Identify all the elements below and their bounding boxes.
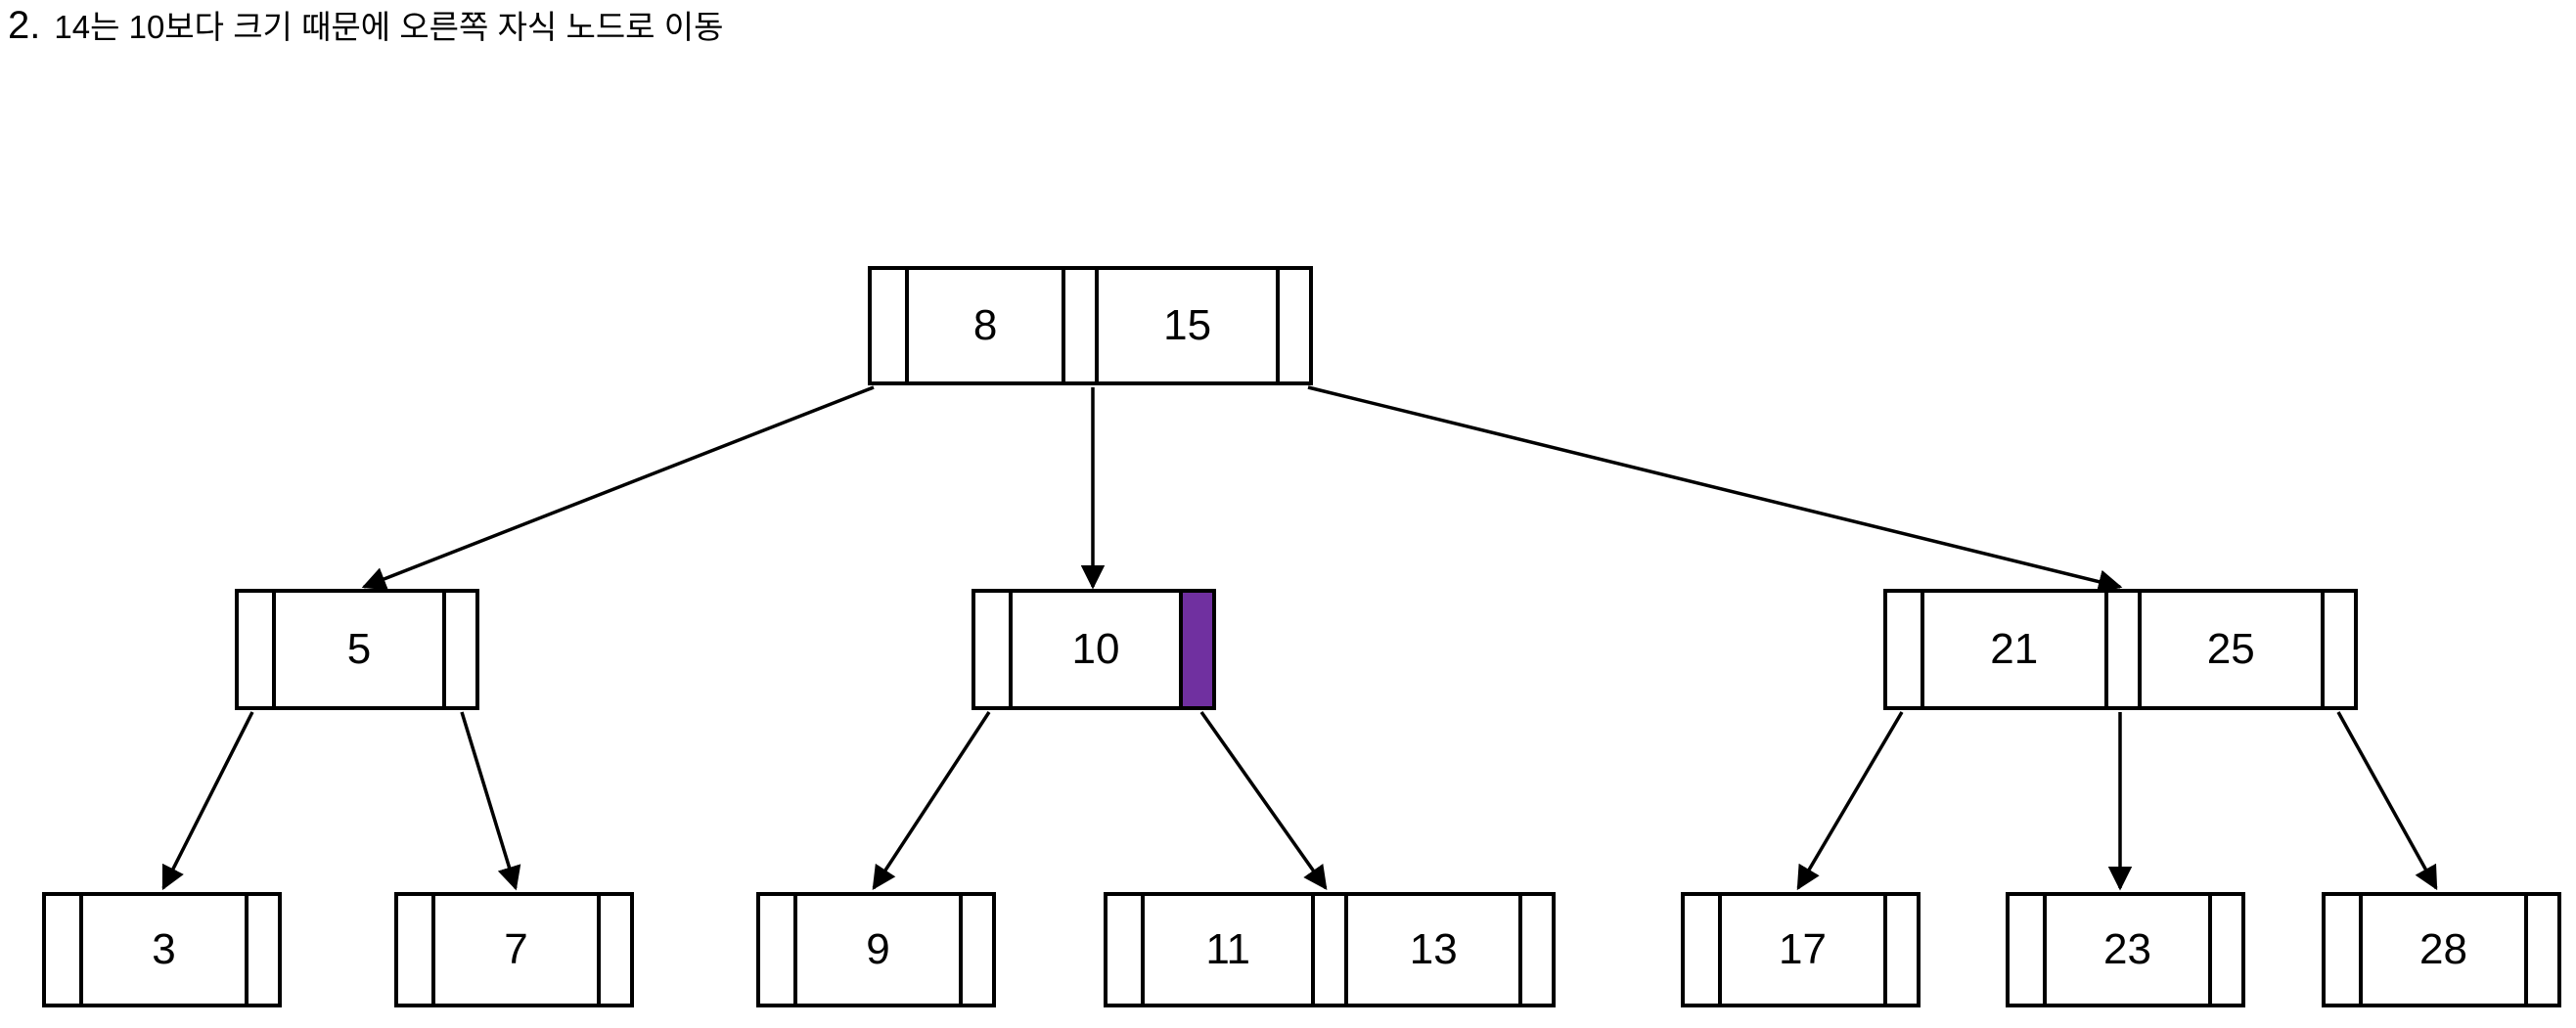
root-key-1[interactable]: 15 — [1095, 270, 1276, 381]
leaf-17-key-0[interactable]: 17 — [1718, 896, 1883, 1004]
leaf-23-key-0[interactable]: 23 — [2043, 896, 2208, 1004]
edge-5-to-7 — [460, 711, 521, 891]
node-21-25-pointer-2[interactable] — [2321, 593, 2354, 706]
leaf-9-key-0[interactable]: 9 — [793, 896, 959, 1004]
leaf-3-pointer-0[interactable] — [46, 896, 79, 1004]
node-21-25-pointer-0[interactable] — [1887, 593, 1921, 706]
node-5-pointer-1[interactable] — [442, 593, 475, 706]
edge-root-to-5 — [361, 385, 875, 591]
leaf-23[interactable]: 23 — [2006, 892, 2245, 1007]
leaf-7[interactable]: 7 — [394, 892, 634, 1007]
node-21-25[interactable]: 21 25 — [1883, 589, 2358, 710]
root-pointer-1[interactable] — [1062, 270, 1096, 381]
leaf-23-pointer-0[interactable] — [2010, 896, 2043, 1004]
edge-21-to-17 — [1796, 711, 1904, 891]
leaf-17-pointer-0[interactable] — [1685, 896, 1718, 1004]
node-21-25-key-1[interactable]: 25 — [2137, 593, 2321, 706]
leaf-11-13-key-0[interactable]: 11 — [1141, 896, 1312, 1004]
caption: 2. 14는 10보다 크기 때문에 오른쪽 자식 노드로 이동 — [8, 6, 723, 45]
root-pointer-0[interactable] — [872, 270, 905, 381]
leaf-11-13-pointer-0[interactable] — [1107, 896, 1141, 1004]
leaf-3-pointer-1[interactable] — [245, 896, 278, 1004]
node-5[interactable]: 5 — [235, 589, 479, 710]
caption-number: 2. — [8, 4, 41, 47]
edge-5-to-3 — [161, 711, 254, 891]
leaf-9-pointer-0[interactable] — [760, 896, 793, 1004]
leaf-17-pointer-1[interactable] — [1883, 896, 1917, 1004]
edge-10-to-9 — [872, 711, 991, 891]
node-5-key-0[interactable]: 5 — [272, 593, 442, 706]
leaf-28[interactable]: 28 — [2322, 892, 2561, 1007]
leaf-23-pointer-1[interactable] — [2208, 896, 2241, 1004]
root-key-0[interactable]: 8 — [905, 270, 1062, 381]
leaf-7-pointer-0[interactable] — [398, 896, 431, 1004]
leaf-9[interactable]: 9 — [756, 892, 996, 1007]
leaf-7-key-0[interactable]: 7 — [431, 896, 597, 1004]
leaf-11-13-pointer-2[interactable] — [1518, 896, 1553, 1004]
node-10-pointer-0[interactable] — [975, 593, 1009, 706]
leaf-9-pointer-1[interactable] — [959, 896, 992, 1004]
node-10[interactable]: 10 — [972, 589, 1216, 710]
leaf-3-key-0[interactable]: 3 — [79, 896, 245, 1004]
leaf-28-key-0[interactable]: 28 — [2359, 896, 2524, 1004]
node-5-pointer-0[interactable] — [239, 593, 272, 706]
node-10-key-0[interactable]: 10 — [1009, 593, 1179, 706]
leaf-11-13[interactable]: 11 13 — [1104, 892, 1556, 1007]
leaf-17[interactable]: 17 — [1681, 892, 1921, 1007]
leaf-3[interactable]: 3 — [42, 892, 282, 1007]
leaf-11-13-key-1[interactable]: 13 — [1344, 896, 1519, 1004]
edge-10-to-11-13 — [1199, 710, 1328, 891]
node-10-pointer-1-highlighted[interactable] — [1179, 593, 1212, 706]
edge-root-to-21-25 — [1307, 385, 2123, 594]
leaf-28-pointer-1[interactable] — [2524, 896, 2557, 1004]
root-node[interactable]: 8 15 — [868, 266, 1313, 385]
leaf-7-pointer-1[interactable] — [597, 896, 630, 1004]
caption-text: 14는 10보다 크기 때문에 오른쪽 자식 노드로 이동 — [54, 9, 724, 45]
node-21-25-pointer-1[interactable] — [2103, 593, 2138, 706]
leaf-28-pointer-0[interactable] — [2326, 896, 2359, 1004]
root-pointer-2[interactable] — [1276, 270, 1309, 381]
edge-25-to-28 — [2336, 711, 2438, 891]
node-21-25-key-0[interactable]: 21 — [1921, 593, 2104, 706]
leaf-11-13-pointer-1[interactable] — [1311, 896, 1345, 1004]
